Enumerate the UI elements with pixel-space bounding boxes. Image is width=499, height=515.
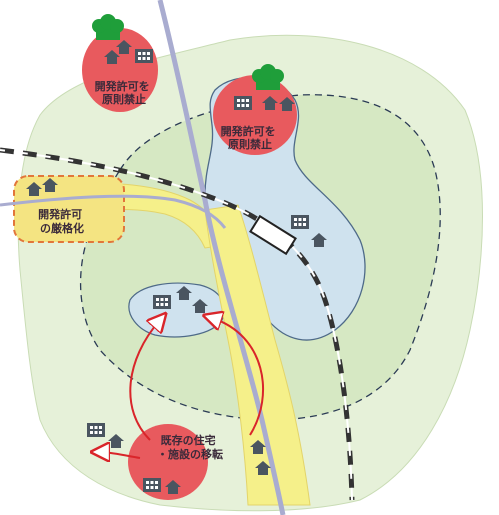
building-icon: [153, 295, 171, 309]
building-icon: [87, 423, 105, 437]
relocation-arrow: [129, 320, 160, 441]
label-center-line1: 開発許可を: [221, 124, 276, 138]
main-road: [157, 0, 286, 515]
tree-icon: [92, 14, 124, 40]
building-icon: [135, 49, 153, 63]
relocation-arrow: [100, 452, 141, 458]
urban-pocket: [128, 282, 226, 338]
label-bottom-line2: ・施設の移転: [157, 447, 223, 461]
building-icon: [291, 215, 309, 229]
label-center-line2: 原則禁止: [228, 137, 272, 151]
label-bottom: 既存の住宅 ・施設の移転: [157, 433, 223, 461]
building-icon: [143, 478, 161, 492]
relocation-arrow: [212, 318, 264, 436]
station: [249, 214, 297, 256]
yellow-zone-south: [204, 204, 311, 506]
label-top-left: 開発許可を 原則禁止: [95, 79, 154, 106]
label-left: 開発許可 の厳格化: [38, 207, 86, 235]
strict-permit-zone: [13, 175, 125, 243]
label-left-line2: の厳格化: [40, 221, 84, 235]
label-center: 開発許可を 原則禁止: [221, 124, 280, 151]
label-left-line1: 開発許可: [38, 207, 82, 221]
label-top-left-line2: 原則禁止: [102, 92, 146, 106]
building-icon: [234, 96, 252, 110]
label-top-left-line1: 開発許可を: [95, 79, 150, 93]
label-bottom-line1: 既存の住宅: [161, 433, 216, 447]
red-zone-center: [213, 75, 297, 155]
secondary-road: [0, 194, 227, 229]
